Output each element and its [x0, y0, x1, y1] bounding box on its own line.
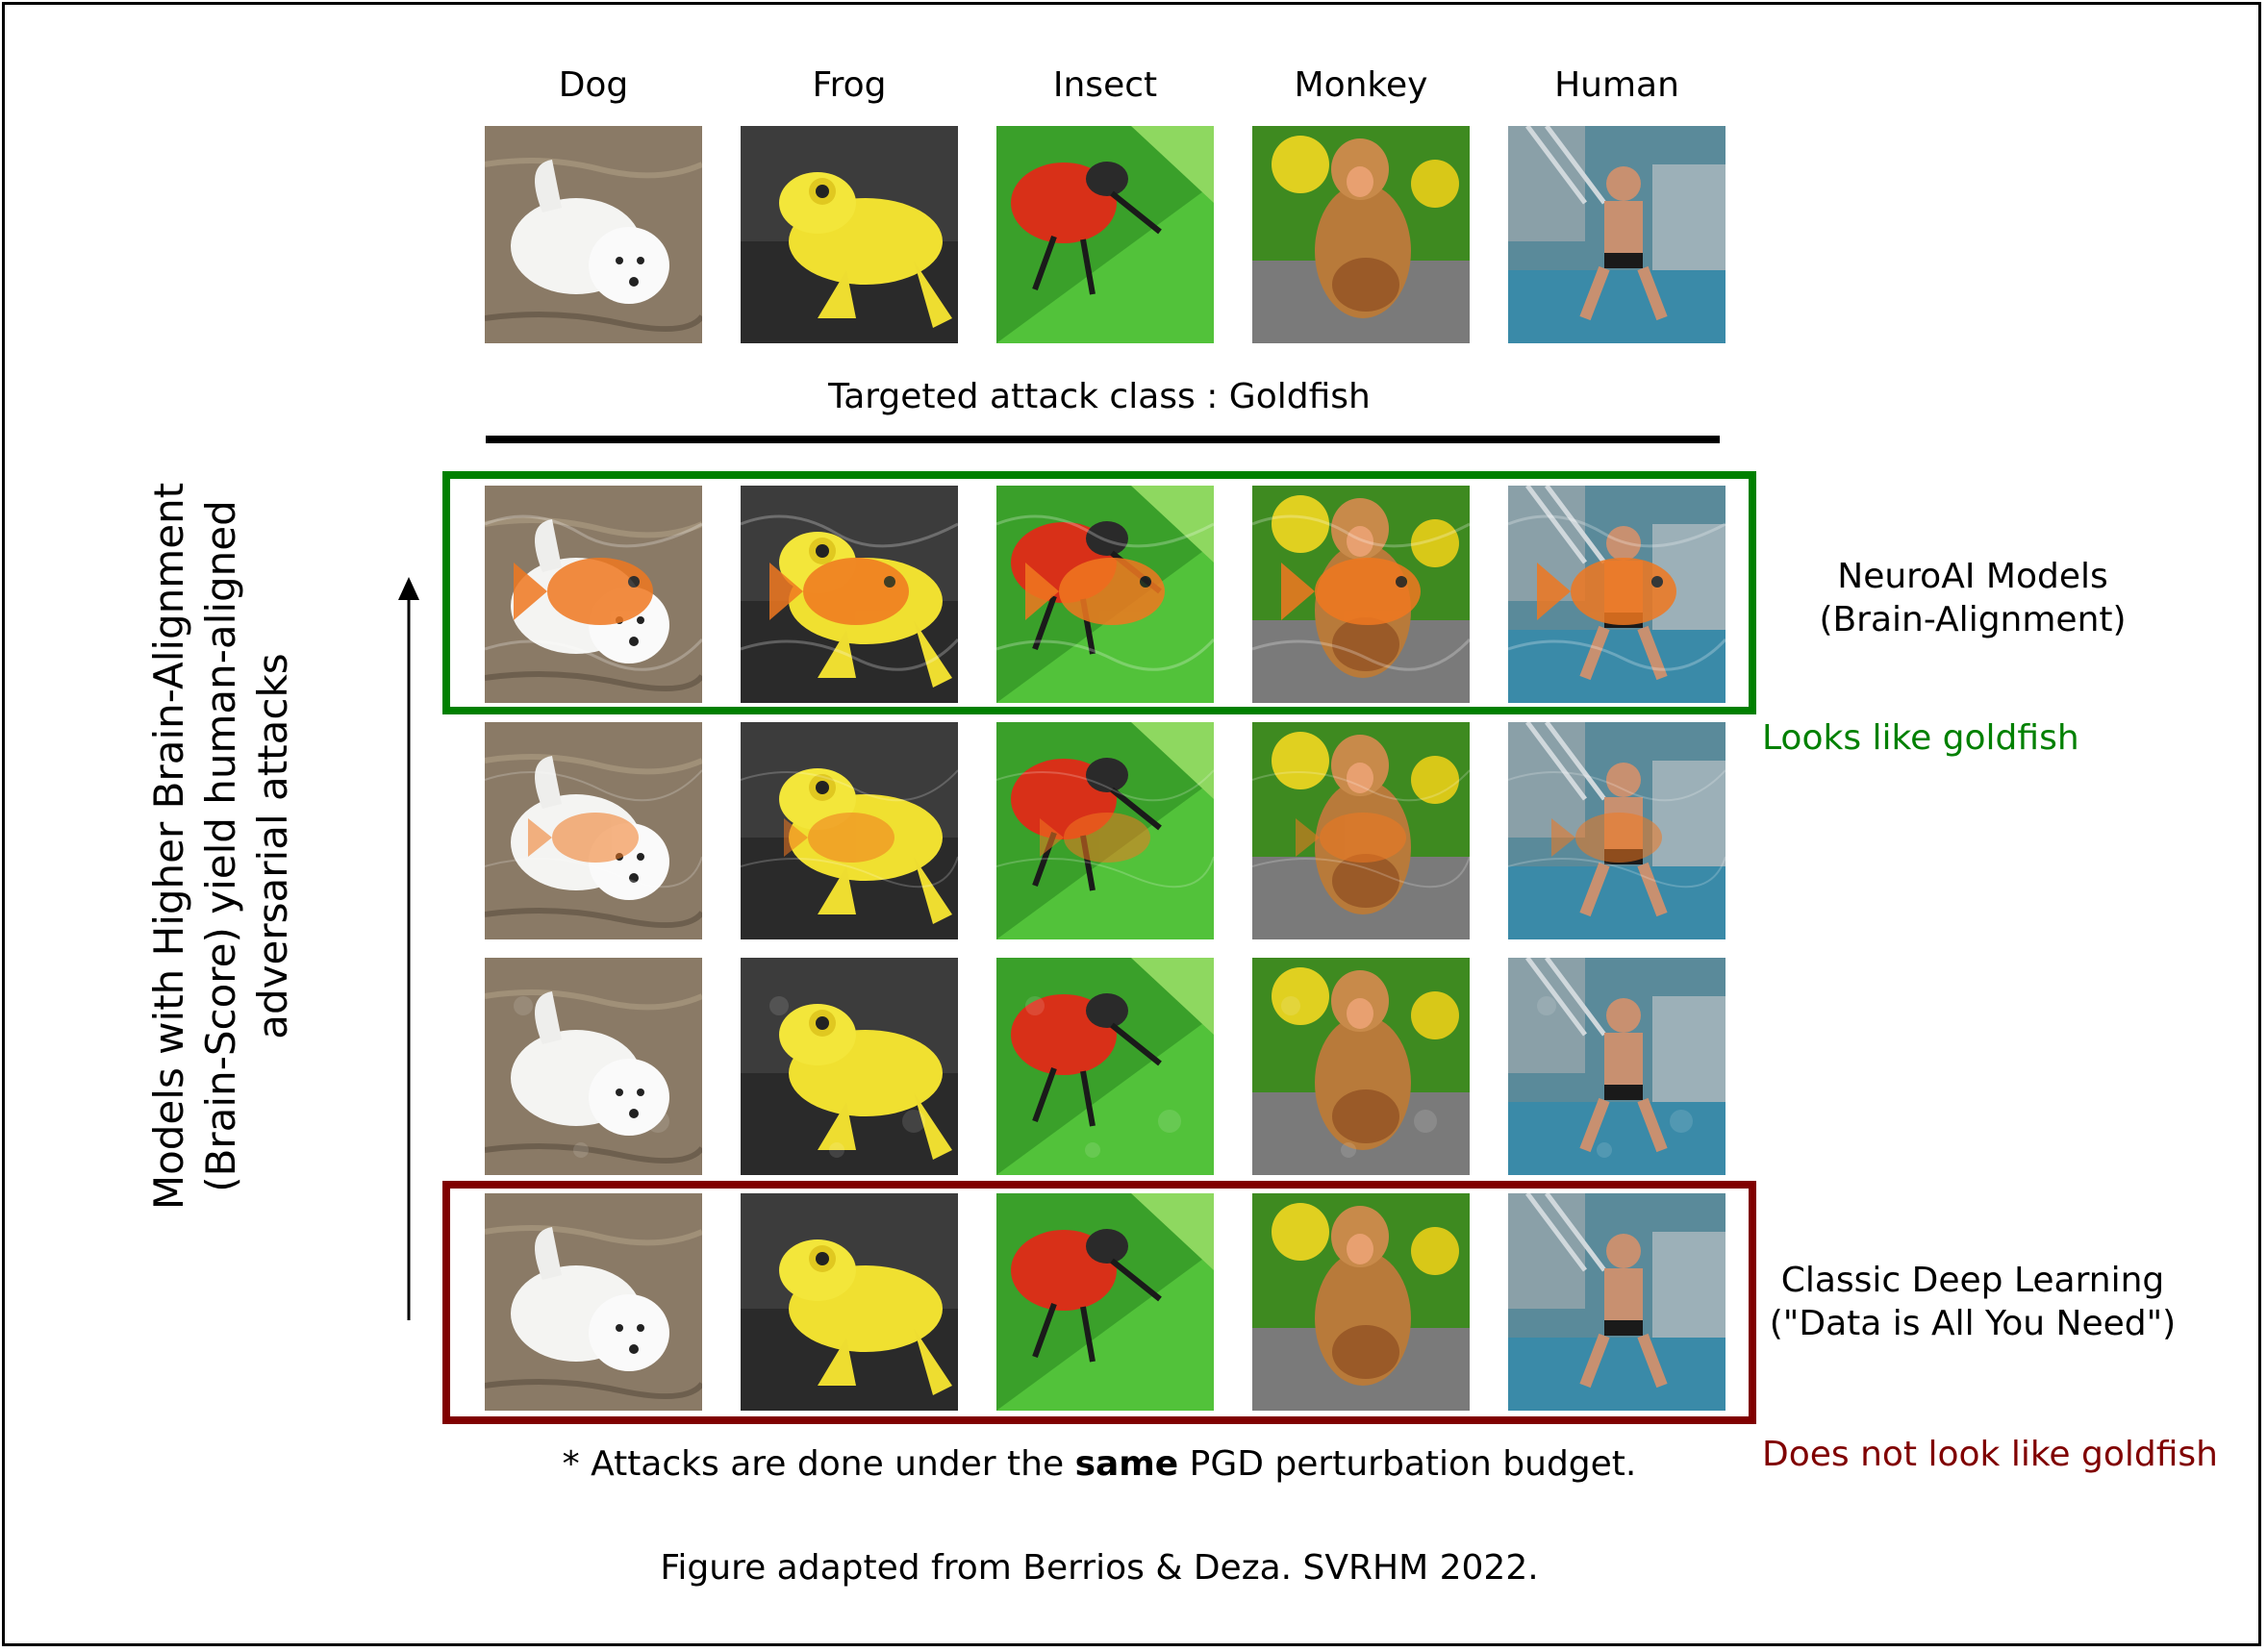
image-intermediate-2-monkey: [1252, 958, 1470, 1175]
image-intermediate-1-dog: [485, 722, 702, 939]
classic-models-label: Classic Deep Learning ("Data is All You …: [1756, 1259, 2189, 1345]
neuroai-label-line2: (Brain-Alignment): [1819, 600, 2127, 639]
axis-label-line2: (Brain-Score) yield human-aligned: [197, 500, 244, 1192]
classic-label-line1: Classic Deep Learning: [1780, 1261, 2165, 1300]
image-original-human: [1508, 126, 1725, 343]
image-classic-monkey: [1252, 1193, 1470, 1411]
image-original-monkey: [1252, 126, 1470, 343]
column-label-frog: Frog: [812, 65, 887, 105]
budget-bold: same: [1074, 1444, 1179, 1484]
image-original-frog: [741, 126, 958, 343]
alignment-arrow-icon: [398, 577, 419, 1320]
image-original-insect: [996, 126, 1214, 343]
image-intermediate-1-human: [1508, 722, 1725, 939]
classic-highlight-box: [442, 1181, 1756, 1424]
classic-label-line2: ("Data is All You Need"): [1769, 1304, 2177, 1343]
figure-credit: Figure adapted from Berrios & Deza. SVRH…: [660, 1548, 1539, 1588]
not-goldfish-note: Does not look like goldfish: [1762, 1435, 2218, 1474]
image-classic-insect: [996, 1193, 1214, 1411]
image-classic-frog: [741, 1193, 958, 1411]
image-neuroai-frog: [741, 486, 958, 703]
budget-prefix: * Attacks are done under the: [562, 1444, 1075, 1484]
column-label-insect: Insect: [1052, 65, 1158, 105]
neuroai-models-label: NeuroAI Models (Brain-Alignment): [1756, 555, 2189, 641]
budget-suffix: PGD perturbation budget.: [1178, 1444, 1637, 1484]
column-label-human: Human: [1554, 65, 1679, 105]
image-intermediate-2-dog: [485, 958, 702, 1175]
image-intermediate-1-frog: [741, 722, 958, 939]
image-classic-human: [1508, 1193, 1725, 1411]
image-intermediate-1-monkey: [1252, 722, 1470, 939]
budget-footnote: * Attacks are done under the same PGD pe…: [486, 1444, 1713, 1484]
column-label-monkey: Monkey: [1294, 65, 1428, 105]
looks-like-goldfish-note: Looks like goldfish: [1762, 718, 2079, 758]
neuroai-label-line1: NeuroAI Models: [1837, 557, 2108, 596]
attack-class-title: Targeted attack class : Goldfish: [828, 377, 1371, 416]
axis-label-line1: Models with Higher Brain-Alignment: [145, 482, 192, 1211]
axis-label-line3: adversarial attacks: [249, 653, 296, 1039]
image-neuroai-dog: [485, 486, 702, 703]
neuroai-highlight-box: [442, 471, 1756, 714]
image-intermediate-2-insect: [996, 958, 1214, 1175]
image-intermediate-1-insect: [996, 722, 1214, 939]
image-intermediate-2-human: [1508, 958, 1725, 1175]
image-classic-dog: [485, 1193, 702, 1411]
image-neuroai-monkey: [1252, 486, 1470, 703]
image-neuroai-human: [1508, 486, 1725, 703]
image-intermediate-2-frog: [741, 958, 958, 1175]
image-original-dog: [485, 126, 702, 343]
separator-line: [486, 436, 1720, 443]
image-neuroai-insect: [996, 486, 1214, 703]
column-label-dog: Dog: [558, 65, 629, 105]
